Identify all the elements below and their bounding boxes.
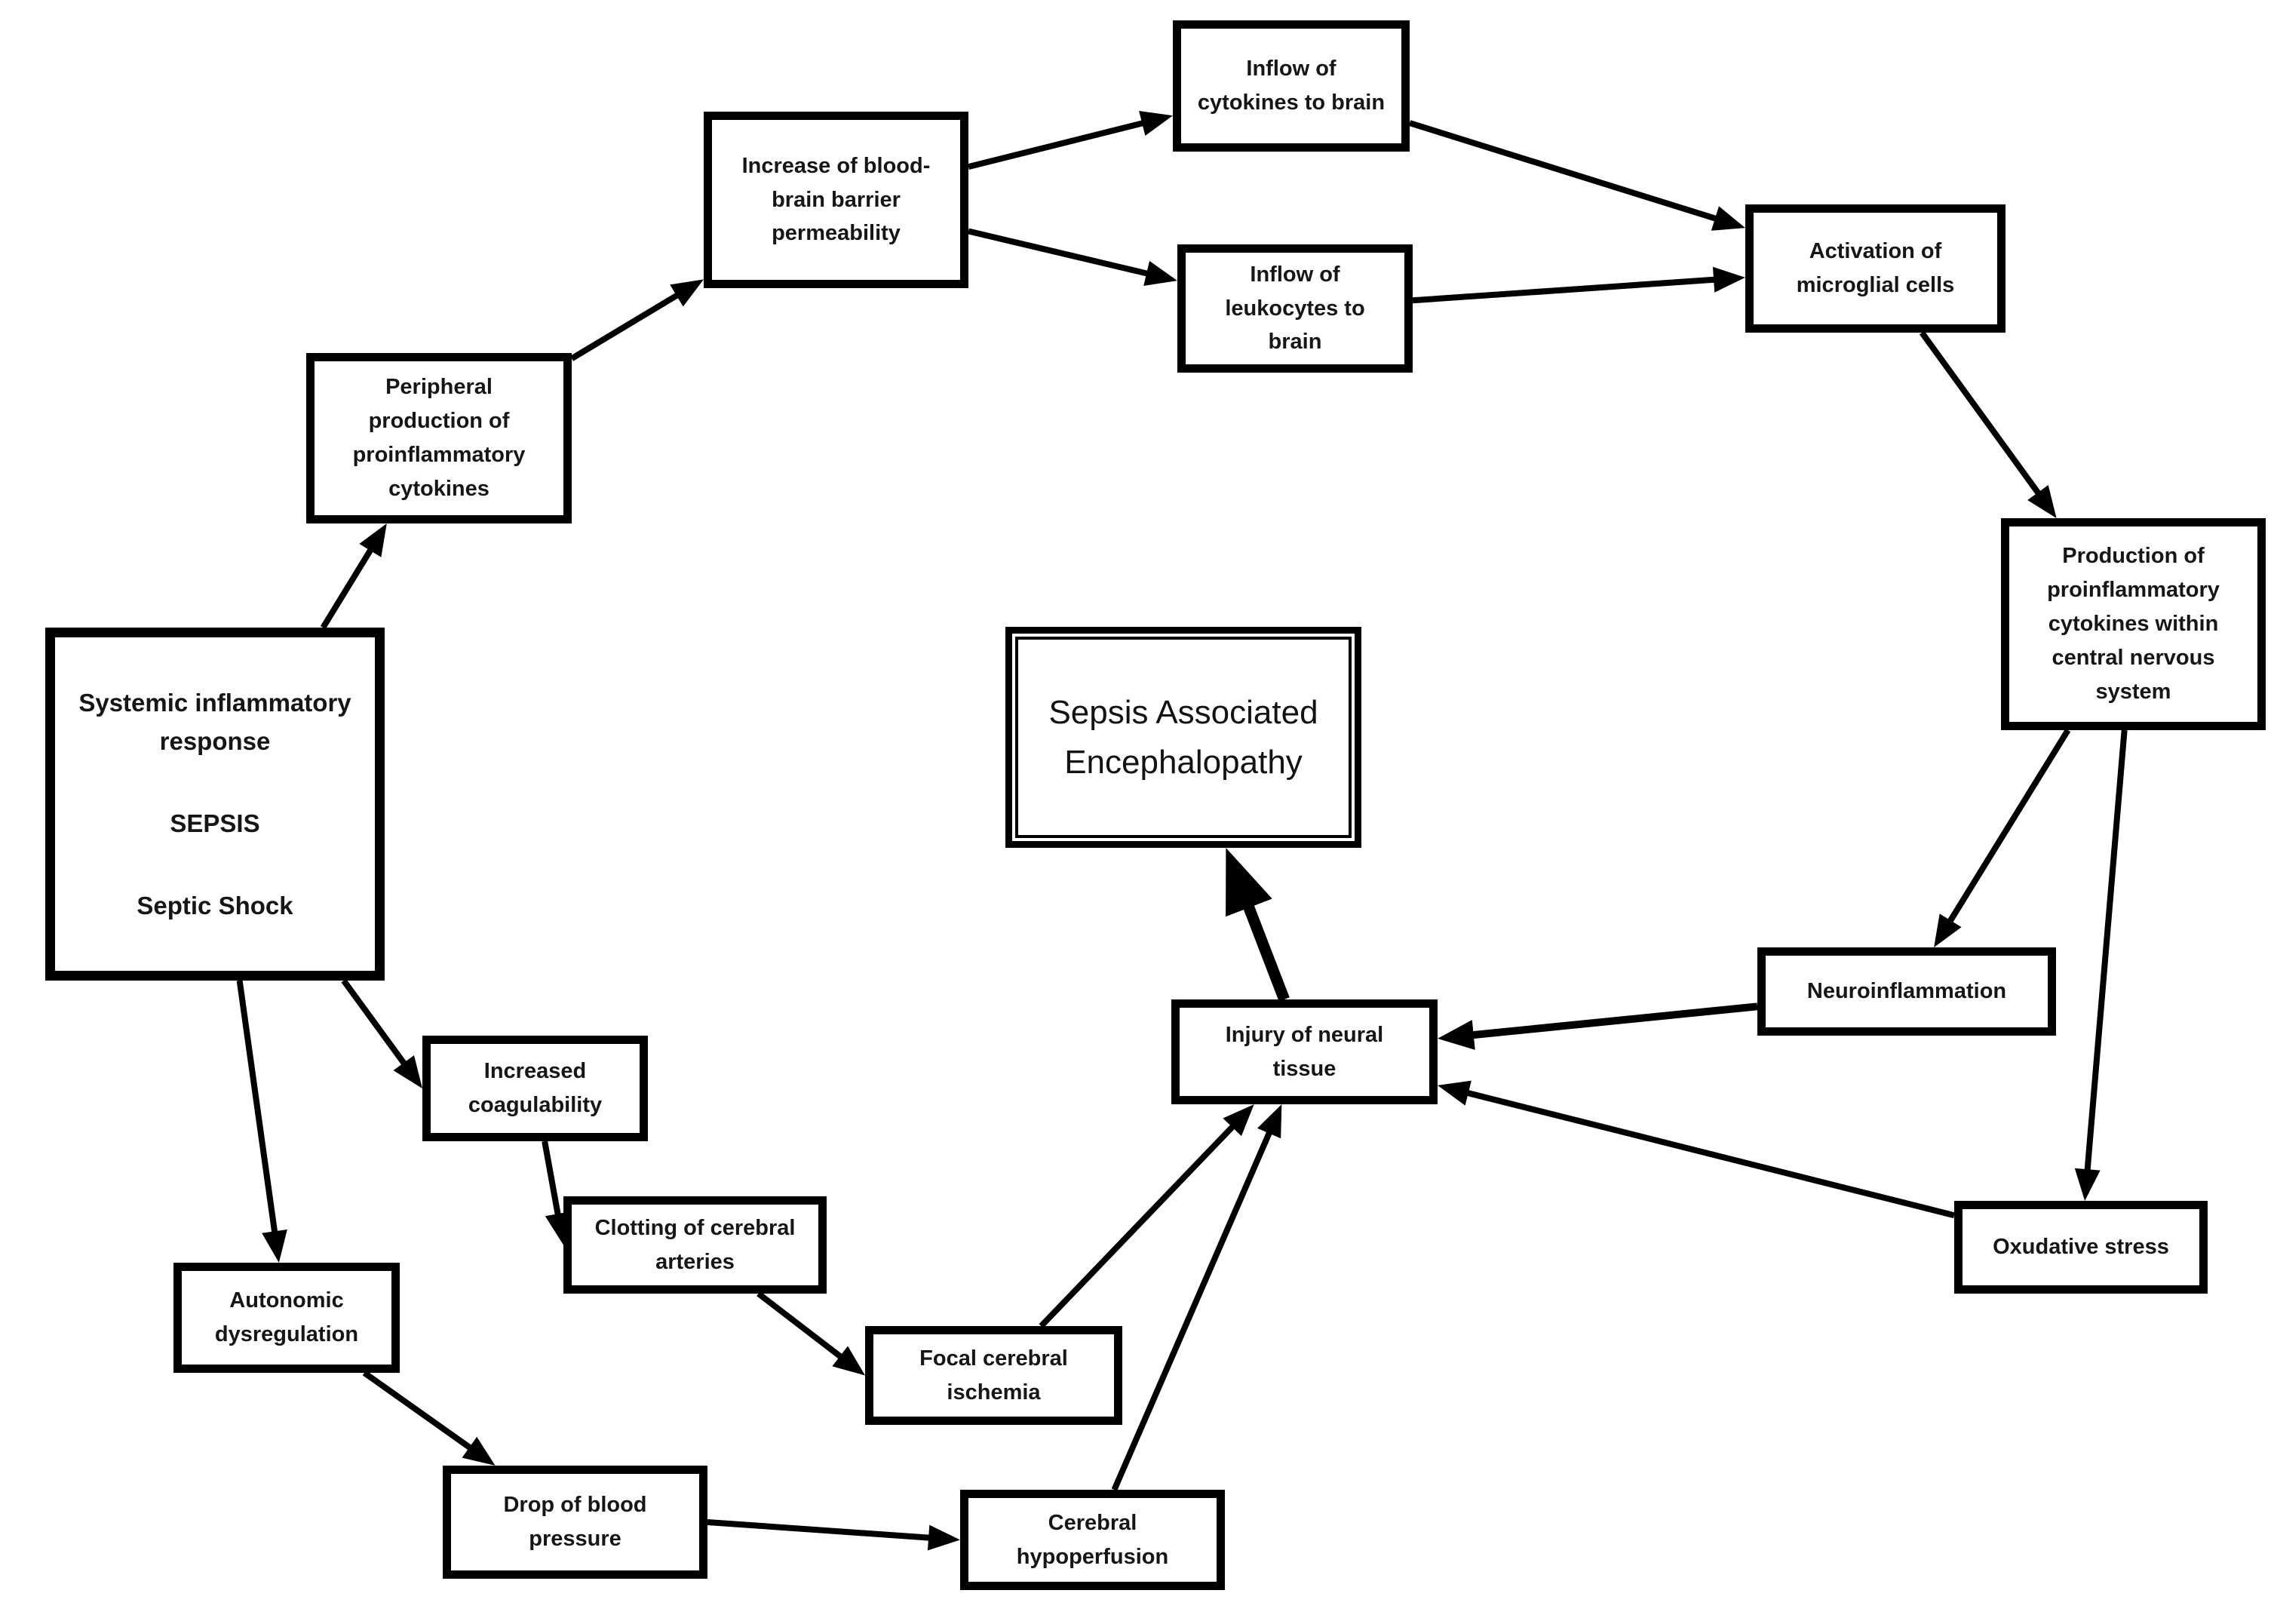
node-sepsis-associated-encephalopathy: Sepsis Associated Encephalopathy <box>1005 627 1361 848</box>
node-label: Production of proinflammatory cytokines … <box>2047 544 2220 704</box>
edge-line-drop-hypoperfusion <box>707 1519 934 1541</box>
edge-line-focal-injury <box>1039 1122 1238 1328</box>
edge-arrowhead-inflow_cytokines-activation <box>1711 206 1745 231</box>
node-oxidative-stress: Oxudative stress <box>1954 1201 2208 1294</box>
node-label: Inflow of cytokines to brain <box>1197 57 1386 115</box>
node-cerebral-hypoperfusion: Cerebral hypoperfusion <box>960 1490 1225 1590</box>
edge-arrowhead-production-oxidative <box>2074 1168 2101 1201</box>
node-label: Increased coagulability <box>468 1059 603 1117</box>
node-inner-frame: Sepsis Associated Encephalopathy <box>1015 637 1352 838</box>
edge-line-hypoperfusion-injury <box>1111 1128 1274 1491</box>
edge-line-autonomic-drop <box>362 1370 475 1453</box>
node-label: Sepsis Associated Encephalopathy <box>1048 693 1318 781</box>
edge-arrowhead-oxidative-injury <box>1438 1080 1472 1106</box>
edge-arrowhead-bbb-inflow_cytokines <box>1139 110 1173 136</box>
node-neural-tissue-injury: Injury of neural tissue <box>1171 999 1438 1104</box>
edge-line-systemic-coagulability <box>341 978 410 1069</box>
edge-arrowhead-activation-production <box>2027 485 2057 518</box>
edge-arrowhead-systemic-coagulability <box>393 1055 422 1088</box>
node-label: Peripheral production of proinflammatory… <box>352 375 526 501</box>
node-cerebral-artery-clotting: Clotting of cerebral arteries <box>563 1196 827 1294</box>
edge-line-activation-production <box>1919 330 2043 499</box>
edge-arrowhead-hypoperfusion-injury <box>1257 1104 1282 1139</box>
node-label: Increase of blood-brain barrier permeabi… <box>741 153 931 246</box>
node-peripheral-cytokine-production: Peripheral production of proinflammatory… <box>306 353 572 523</box>
edge-line-bbb-inflow_cytokines <box>968 119 1148 170</box>
edge-line-inflow_cytokines-activation <box>1408 120 1720 223</box>
node-label-group: Systemic inflammatory response SEPSIS Se… <box>67 683 363 926</box>
node-cns-cytokine-production: Production of proinflammatory cytokines … <box>2001 518 2266 730</box>
edge-arrowhead-systemic-peripheral <box>359 523 387 557</box>
edge-arrowhead-autonomic-drop <box>462 1436 496 1466</box>
edge-line-bbb-inflow_leukocytes <box>968 228 1152 278</box>
node-label: Drop of blood pressure <box>503 1493 647 1551</box>
edge-line-systemic-peripheral <box>320 545 376 630</box>
node-systemic-inflammatory-response: Systemic inflammatory response SEPSIS Se… <box>45 628 385 981</box>
node-blood-pressure-drop: Drop of blood pressure <box>443 1466 707 1579</box>
edge-arrowhead-focal-injury <box>1223 1104 1254 1137</box>
node-label: Systemic inflammatory response <box>78 688 351 755</box>
edge-arrowhead-production-neuroinflammation <box>1934 913 1962 947</box>
node-autonomic-dysregulation: Autonomic dysregulation <box>173 1263 400 1373</box>
node-label: Activation of microglial cells <box>1796 239 1955 297</box>
node-label: Neuroinflammation <box>1806 979 2007 1004</box>
node-label: Inflow of leukocytes to brain <box>1225 262 1365 355</box>
edge-arrowhead-clotting-focal <box>832 1346 865 1376</box>
node-increased-coagulability: Increased coagulability <box>422 1036 648 1141</box>
edge-arrowhead-systemic-autonomic <box>262 1230 287 1263</box>
node-inflow-cytokines-to-brain: Inflow of cytokines to brain <box>1173 20 1410 152</box>
edge-line-oxidative-injury <box>1462 1088 1955 1219</box>
node-bbb-permeability-increase: Increase of blood-brain barrier permeabi… <box>704 112 968 288</box>
edge-line-coagulability-clotting <box>542 1140 562 1219</box>
edge-line-inflow_leukocytes-activation <box>1412 276 1719 304</box>
node-label: Septic Shock <box>137 892 293 920</box>
edge-line-peripheral-bbb <box>569 290 683 361</box>
node-label: Autonomic dysregulation <box>214 1288 359 1346</box>
node-label: Cerebral hypoperfusion <box>1016 1510 1169 1569</box>
edge-arrowhead-peripheral-bbb <box>670 279 704 307</box>
node-label: Clotting of cerebral arteries <box>594 1215 796 1274</box>
edge-arrowhead-neuroinflammation-injury <box>1438 1020 1475 1050</box>
node-focal-cerebral-ischemia: Focal cerebral ischemia <box>865 1326 1122 1425</box>
edge-arrowhead-injury-sae <box>1226 848 1272 917</box>
edge-line-systemic-autonomic <box>236 980 278 1236</box>
node-label: Focal cerebral ischemia <box>919 1346 1068 1404</box>
edge-line-neuroinflammation-injury <box>1468 1002 1758 1039</box>
node-inflow-leukocytes-to-brain: Inflow of leukocytes to brain <box>1177 244 1413 373</box>
edge-line-production-oxidative <box>2084 729 2128 1174</box>
edge-arrowhead-drop-hypoperfusion <box>927 1524 960 1551</box>
edge-line-production-neuroinflammation <box>1945 728 2071 926</box>
node-neuroinflammation: Neuroinflammation <box>1757 947 2056 1036</box>
node-label: Injury of neural tissue <box>1225 1022 1384 1081</box>
edge-line-injury-sae <box>1241 901 1290 1002</box>
node-microglial-activation: Activation of microglial cells <box>1745 204 2005 333</box>
edge-arrowhead-bbb-inflow_leukocytes <box>1143 260 1177 286</box>
edge-line-clotting-focal <box>756 1291 845 1362</box>
edge-arrowhead-inflow_leukocytes-activation <box>1712 266 1745 293</box>
node-label: Oxudative stress <box>1993 1235 2169 1260</box>
node-label: SEPSIS <box>170 809 260 837</box>
